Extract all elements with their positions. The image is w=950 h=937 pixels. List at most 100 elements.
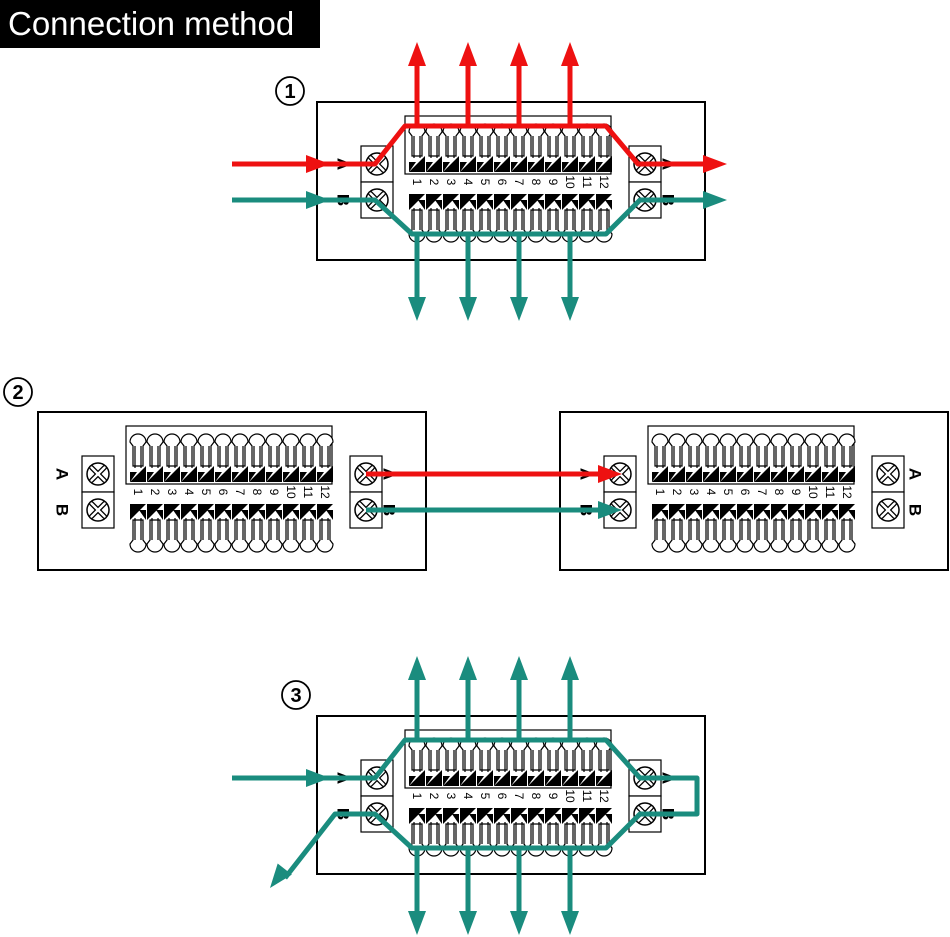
pin-contact-icon: [805, 504, 821, 520]
pin-number-label: 10: [563, 789, 577, 803]
pin-contact-icon: [805, 466, 821, 482]
pin-top: [578, 123, 596, 172]
page-title: Connection method: [0, 0, 320, 48]
arrow-b-output-icon: [510, 297, 528, 321]
pin-contact-icon: [426, 156, 442, 172]
pin-contact-icon: [669, 466, 685, 482]
pin-top: [214, 433, 232, 482]
pin-top: [668, 433, 686, 482]
pin-contact-icon: [164, 504, 180, 520]
pin-number-label: 2: [427, 179, 441, 186]
terminal-block-left: [81, 455, 115, 529]
arrow-output-up-icon: [408, 656, 426, 680]
pin-contact-icon: [317, 504, 333, 520]
pin-contact-icon: [771, 466, 787, 482]
pin-contact-icon: [477, 808, 493, 824]
wire-a-red: [232, 123, 705, 167]
arrow-a-output-icon: [510, 42, 528, 66]
pin-top: [442, 123, 460, 172]
arrow-output-down-icon: [459, 911, 477, 935]
pin-number-label: 1: [410, 179, 424, 186]
screw-b-icon: [86, 498, 110, 522]
pin-contact-icon: [528, 770, 544, 786]
pin-bottom: [736, 504, 754, 553]
pin-top: [578, 737, 596, 786]
pin-number-label: 4: [182, 489, 196, 496]
pin-contact-icon: [300, 466, 316, 482]
pin-top: [299, 433, 317, 482]
pin-contact-icon: [198, 466, 214, 482]
pin-contact-icon: [545, 194, 561, 210]
pin-top: [651, 433, 669, 482]
pin-contact-icon: [443, 770, 459, 786]
pin-bottom: [316, 504, 334, 553]
pin-number-label: 8: [529, 179, 543, 186]
screw-b-icon: [876, 498, 900, 522]
pin-contact-icon: [528, 156, 544, 172]
pin-top: [265, 433, 283, 482]
pin-number-label: 7: [755, 489, 769, 496]
pin-number-label: 10: [563, 175, 577, 189]
pin-top: [459, 123, 477, 172]
pin-bottom: [804, 504, 822, 553]
pin-contact-icon: [511, 808, 527, 824]
pin-contact-icon: [822, 466, 838, 482]
pin-contact-icon: [652, 466, 668, 482]
pin-contact-icon: [283, 504, 299, 520]
pin-top: [510, 737, 528, 786]
pin-contact-icon: [754, 504, 770, 520]
arrow-output-down-icon: [408, 911, 426, 935]
pin-contact-icon: [669, 504, 685, 520]
pin-number-label: 8: [772, 489, 786, 496]
arrow-output-down-icon: [510, 911, 528, 935]
pin-contact-icon: [443, 156, 459, 172]
pin-number-label: 9: [546, 179, 560, 186]
pin-bottom: [685, 504, 703, 553]
port-label-b: B: [53, 504, 72, 516]
pin-number-label: 3: [687, 489, 701, 496]
pin-contact-icon: [686, 504, 702, 520]
pin-number-label: 10: [806, 485, 820, 499]
pin-number-label: 7: [233, 489, 247, 496]
pin-bottom: [299, 504, 317, 553]
pin-contact-icon: [596, 770, 612, 786]
pin-top: [493, 123, 511, 172]
port-label-a: A: [906, 468, 925, 480]
arrow-a-in-icon: [306, 155, 330, 173]
pin-number-label: 11: [823, 486, 837, 499]
pin-contact-icon: [460, 194, 476, 210]
pin-contact-icon: [528, 194, 544, 210]
pin-top: [408, 123, 426, 172]
pin-top: [510, 123, 528, 172]
pin-contact-icon: [579, 156, 595, 172]
pin-number-label: 5: [199, 489, 213, 496]
pin-contact-icon: [545, 156, 561, 172]
pin-number-label: 12: [597, 789, 611, 803]
pin-number-label: 4: [704, 489, 718, 496]
pin-contact-icon: [266, 466, 282, 482]
pin-contact-icon: [181, 466, 197, 482]
pin-bottom: [787, 504, 805, 553]
pin-top: [442, 737, 460, 786]
pin-top: [544, 737, 562, 786]
arrow-a-output-icon: [459, 42, 477, 66]
pin-top: [248, 433, 266, 482]
pin-top: [561, 737, 579, 786]
pin-number-label: 2: [670, 489, 684, 496]
pin-contact-icon: [249, 504, 265, 520]
pin-number-label: 8: [529, 793, 543, 800]
pin-top: [425, 737, 443, 786]
pin-contact-icon: [545, 808, 561, 824]
pin-contact-icon: [562, 808, 578, 824]
pin-contact-icon: [511, 770, 527, 786]
arrow-a-output-icon: [408, 42, 426, 66]
pin-contact-icon: [686, 466, 702, 482]
pin-contact-icon: [443, 194, 459, 210]
pin-contact-icon: [703, 504, 719, 520]
pin-top: [408, 737, 426, 786]
diagram-2-marker: 2: [3, 377, 33, 407]
pin-contact-icon: [771, 504, 787, 520]
pin-bottom: [702, 504, 720, 553]
pin-contact-icon: [737, 466, 753, 482]
